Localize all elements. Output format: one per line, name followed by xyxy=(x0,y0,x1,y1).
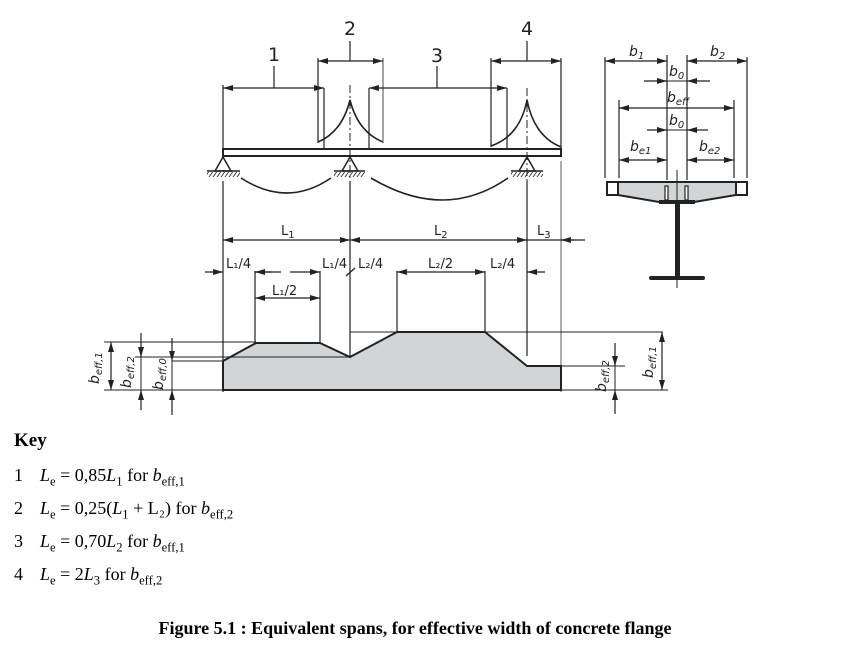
label-b0-top: b0 xyxy=(669,64,684,82)
hogging-moment-support-2 xyxy=(317,99,384,143)
label-be2: be2 xyxy=(699,139,720,157)
label-L1-quarter-a: L₁/4 xyxy=(226,257,251,272)
label-L3: L3 xyxy=(537,224,551,241)
label-beff2-right: beff,2 xyxy=(594,360,612,392)
beam-elevation xyxy=(207,41,562,210)
label-be1: be1 xyxy=(630,139,651,157)
beam xyxy=(222,148,562,157)
shear-connector-1 xyxy=(664,185,669,201)
label-beff0: beff,0 xyxy=(151,358,169,390)
support-1 xyxy=(207,155,240,177)
span-dimensions xyxy=(205,161,585,392)
label-beff1-right: beff,1 xyxy=(641,346,659,378)
sagging-moment-span-2 xyxy=(370,177,509,201)
shear-connector-2 xyxy=(684,185,689,201)
cross-section xyxy=(604,55,748,288)
label-L2: L2 xyxy=(434,224,448,241)
callout-labels: 1 2 3 4 xyxy=(268,18,533,67)
callout-3: 3 xyxy=(431,45,443,67)
sagging-moment-span-1 xyxy=(240,177,332,194)
callout-4: 4 xyxy=(521,18,533,40)
label-b1: b1 xyxy=(629,44,644,62)
label-beff: beff xyxy=(667,90,691,108)
label-L1-quarter-b: L₁/4 xyxy=(322,257,347,272)
effective-width-profile xyxy=(104,331,668,415)
label-L2-quarter-a: L₂/4 xyxy=(358,257,383,272)
key-title: Key xyxy=(14,430,47,451)
label-L1-half: L₁/2 xyxy=(272,284,297,299)
label-beff1-left: beff,1 xyxy=(87,352,105,384)
section-labels: b1 b2 b0 beff b0 be1 be2 xyxy=(629,44,725,157)
label-beff2-left: beff,2 xyxy=(119,356,137,388)
label-L1: L1 xyxy=(281,224,295,241)
callout-1: 1 xyxy=(268,44,280,66)
hogging-moment-support-3 xyxy=(490,99,562,148)
label-b2: b2 xyxy=(710,44,725,62)
label-L2-quarter-b: L₂/4 xyxy=(490,257,515,272)
beff-distribution xyxy=(222,331,562,391)
figure-caption: Figure 5.1 : Equivalent spans, for effec… xyxy=(158,618,672,638)
callout-2: 2 xyxy=(344,18,356,40)
span-labels: L1 L2 L3 L₁/4 L₁/2 L₁/4 L₂/4 L₂/2 L₂/4 xyxy=(226,224,551,299)
label-b0-mid: b0 xyxy=(669,113,684,131)
label-L2-half: L₂/2 xyxy=(428,257,453,272)
width-labels: beff,1 beff,2 beff,0 beff,2 beff,1 xyxy=(87,346,659,392)
